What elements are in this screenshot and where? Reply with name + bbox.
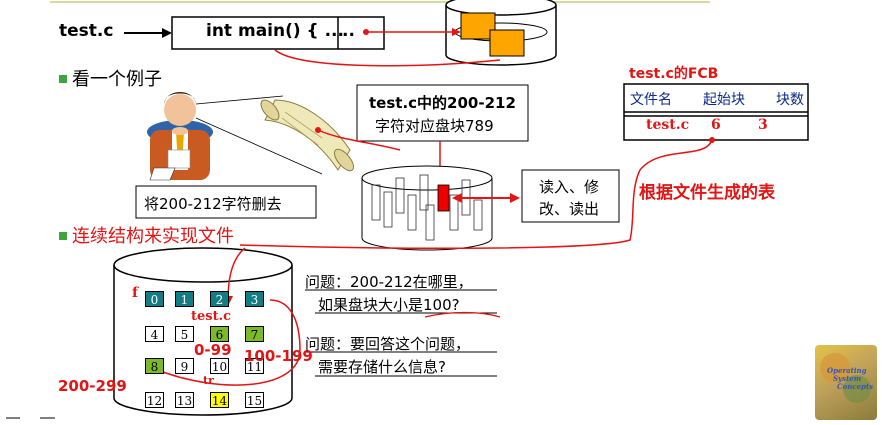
testc-disk-label: test.c [191,309,232,324]
disk-block-10: 10 [210,358,229,374]
fcb-header-start: 起始块 [703,92,745,108]
rw-line1: 读入、修 [539,178,600,196]
generated-table-note: 根据文件生成的表 [639,183,775,203]
book-line2: System [833,374,862,383]
question2-line2: 需要存储什么信息? [318,358,446,376]
callout-line1: test.c中的200-212 [369,94,516,112]
range-200-299: 200-299 [58,377,127,395]
disk-block-11: 11 [245,358,264,374]
code-dots: .. [342,21,355,41]
book-line3: Concepts [837,382,874,391]
callout-box [356,84,529,142]
fcb-title: test.c的FCB [629,66,719,82]
f-label: f [132,285,139,301]
rw-box [521,169,620,223]
question1-line1: 问题：200-212在哪里， [305,273,473,291]
block-curve [154,299,301,386]
fcb-header-row: 文件名 起始块 块数 [630,89,804,109]
range-0-99: 0-99 [194,341,232,359]
disk-block-9: 9 [175,358,194,374]
rw-line2: 改、读出 [539,200,600,218]
disk-block-14: 14 [210,392,229,408]
delete-box [135,185,317,219]
example-heading: 看一个例子 [72,69,162,90]
callout-line2: 字符对应盘块789 [375,117,494,135]
top-disk [445,0,557,66]
question1-line2: 如果盘块大小是100? [318,296,460,314]
disk-block-3: 3 [245,291,264,307]
block-orange-2 [489,29,525,57]
disk-block-13: 13 [175,392,194,408]
question2-line1: 问题：要回答这个问题， [305,335,471,353]
fcb-curve [239,139,713,250]
disk-block-0: 0 [145,291,164,307]
disk-block-15: 15 [245,392,264,408]
fcb-header-name: 文件名 [630,92,672,108]
block-orange-1 [460,12,496,40]
book-cover-image: Operating System Concepts [815,345,877,420]
delete-caption: 将200-212字符删去 [144,195,282,213]
continuous-heading: 连续结构来实现文件 [72,226,234,247]
fcb-header-count: 块数 [776,92,804,108]
scroll-figure [260,99,355,172]
code-curve [274,49,501,67]
book-line1: Operating [827,366,867,375]
disk-block-4: 4 [145,326,164,342]
thinking-person-figure [147,92,213,181]
disk-block-2: 2 [210,291,229,307]
disk-block-7: 7 [245,326,264,342]
fcb-cell-name: test.c [646,117,690,133]
code-box [171,16,385,50]
range-100-199: 100-199 [244,347,313,365]
bullet-icon-2 [59,232,67,240]
tr-label: tr [203,374,214,387]
file-name-label: test.c [59,21,114,41]
disk-block-6: 6 [210,326,229,342]
bottom-disk [113,247,293,416]
code-text: int main() { ... [206,21,344,41]
red-block [437,184,450,212]
fcb-cell-count: 3 [758,117,768,133]
fcb-cell-start: 6 [711,117,721,133]
disk-block-5: 5 [175,326,194,342]
file-arrow-head [162,28,172,38]
bullet-icon [59,75,67,83]
disk-block-1: 1 [175,291,194,307]
disk-block-8: 8 [145,358,164,374]
disk-block-12: 12 [145,392,164,408]
middle-disk [361,165,493,251]
